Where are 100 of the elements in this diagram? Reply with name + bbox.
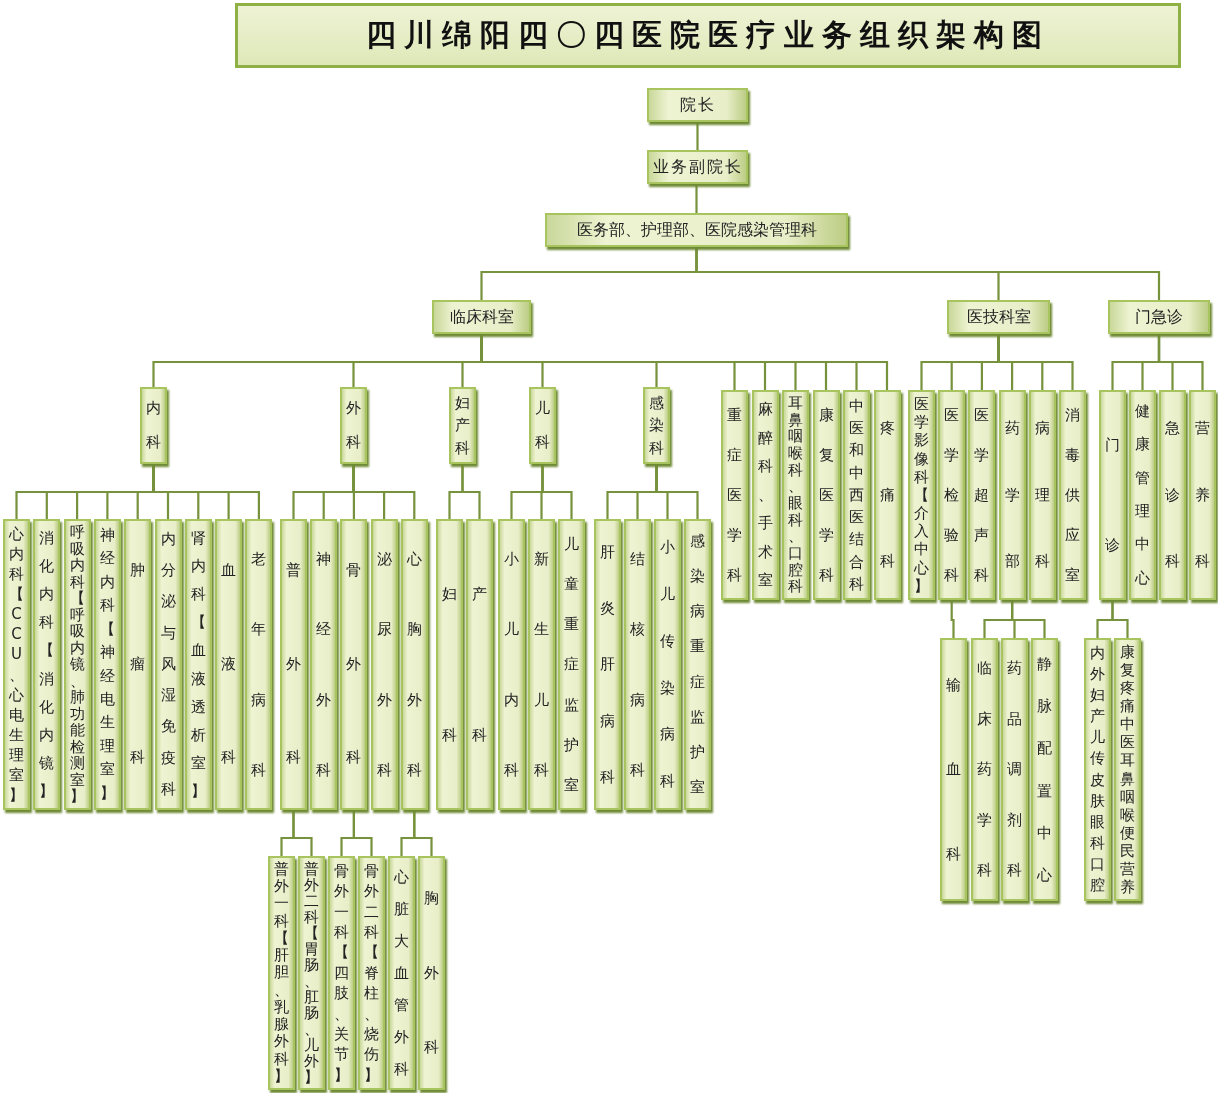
connector-line	[461, 464, 481, 519]
department-label: 儿科	[534, 398, 551, 453]
department-box	[449, 387, 476, 464]
department-label: 骨外科	[345, 560, 362, 769]
department-box	[1114, 638, 1141, 901]
connector-line	[950, 600, 955, 638]
department-box	[998, 390, 1026, 600]
department-label: 感染科	[648, 393, 665, 459]
title: 四川绵阳四〇四医院医疗业务组织架构图	[366, 16, 1050, 54]
department-box	[466, 519, 493, 810]
department-box	[3, 519, 30, 810]
department-label: 神经内科【神经电生理室】	[99, 524, 116, 804]
department-label: 普外一科【肝胆、乳腺外科】	[273, 860, 290, 1085]
department-label: 药品调剂科	[1006, 658, 1023, 882]
department-label: 小儿传染病科	[659, 537, 676, 793]
department-box	[545, 213, 848, 247]
connector-line	[413, 810, 433, 856]
department-box	[1189, 390, 1216, 600]
department-label: 新生儿科	[533, 549, 550, 781]
department-box	[340, 387, 367, 464]
department-box	[1059, 390, 1086, 600]
connector-line	[696, 122, 699, 150]
department-label: 肝炎肝病科	[599, 542, 616, 788]
department-label: 营养科	[1194, 418, 1211, 573]
department-box	[782, 390, 809, 600]
department-box	[310, 519, 338, 810]
department-label: 妇产科	[454, 393, 471, 459]
department-box	[624, 519, 651, 810]
connector-line	[541, 464, 573, 519]
department-box	[812, 390, 840, 600]
department-box	[358, 856, 385, 1090]
department-label: 普外科	[285, 560, 302, 769]
department-label: 心脏大血管外科	[393, 867, 410, 1080]
department-label: 静脉配置中心	[1036, 654, 1053, 886]
department-label: 内分泌与风湿免疫科	[160, 529, 176, 800]
department-box	[968, 390, 996, 600]
department-label: 疼痛科	[879, 418, 895, 573]
department-box	[684, 519, 711, 810]
department-label: 耳鼻咽喉科、眼科、口腔科	[787, 394, 804, 596]
department-label: 肿瘤科	[129, 560, 146, 769]
department-label: 消毒供应室	[1064, 405, 1081, 586]
department-box	[721, 390, 748, 600]
department-box	[215, 519, 243, 810]
department-box	[1031, 638, 1058, 901]
department-box	[370, 519, 398, 810]
department-box	[908, 390, 935, 600]
department-box	[340, 519, 368, 810]
department-box	[843, 390, 870, 600]
department-label: 感染病重症监护室	[689, 531, 706, 798]
department-box	[751, 390, 779, 600]
department-box	[647, 150, 748, 184]
department-box	[328, 856, 355, 1090]
department-box	[558, 519, 585, 810]
department-box	[418, 856, 445, 1090]
connector-line	[292, 810, 313, 856]
department-label: 药学部	[1004, 418, 1021, 573]
department-box	[971, 638, 998, 901]
department-label: 产科	[471, 584, 488, 746]
department-label: 肾内科【血液透析室】	[190, 528, 207, 802]
department-box	[940, 638, 967, 901]
department-box	[298, 856, 325, 1090]
department-box	[1001, 638, 1028, 901]
connector-line	[352, 810, 373, 856]
department-label: 麻醉科、手术室	[757, 399, 773, 592]
department-label: 康复医学科	[818, 405, 834, 586]
department-box	[654, 519, 681, 810]
department-box	[268, 856, 295, 1090]
department-box	[873, 390, 901, 600]
department-label: 医技科室	[966, 306, 1031, 328]
department-box	[1099, 390, 1126, 600]
connector-line	[1157, 334, 1204, 390]
department-label: 妇科	[441, 584, 458, 746]
department-label: 病理科	[1034, 418, 1051, 573]
department-box	[400, 519, 428, 810]
department-label: 心胸外科	[406, 549, 423, 781]
department-label: 小儿内科	[503, 549, 520, 781]
connector-line	[1011, 600, 1046, 638]
department-box	[280, 519, 307, 810]
department-label: 血液科	[220, 560, 237, 769]
department-label: 输血科	[945, 675, 962, 865]
connector-line	[152, 464, 260, 519]
department-box	[63, 519, 91, 810]
department-box	[140, 387, 167, 464]
department-box	[947, 300, 1050, 334]
department-label: 业务副院长	[652, 156, 743, 178]
department-label: 神经外科	[315, 549, 332, 781]
department-label: 泌尿外科	[376, 549, 393, 781]
department-box	[643, 387, 670, 464]
connector-line	[655, 464, 699, 519]
department-box	[1108, 300, 1210, 334]
department-label: 医学超声科	[973, 405, 990, 586]
department-label: 重症医学科	[726, 405, 743, 586]
department-box	[498, 519, 525, 810]
department-label: 呼吸内科【呼吸内镜、肺功能检测室】	[69, 524, 86, 805]
department-label: 门诊	[1104, 435, 1121, 556]
department-label: 外科	[345, 398, 362, 453]
department-box	[124, 519, 152, 810]
department-box	[184, 519, 212, 810]
department-box	[245, 519, 273, 810]
department-label: 儿童重症监护室	[563, 534, 580, 796]
